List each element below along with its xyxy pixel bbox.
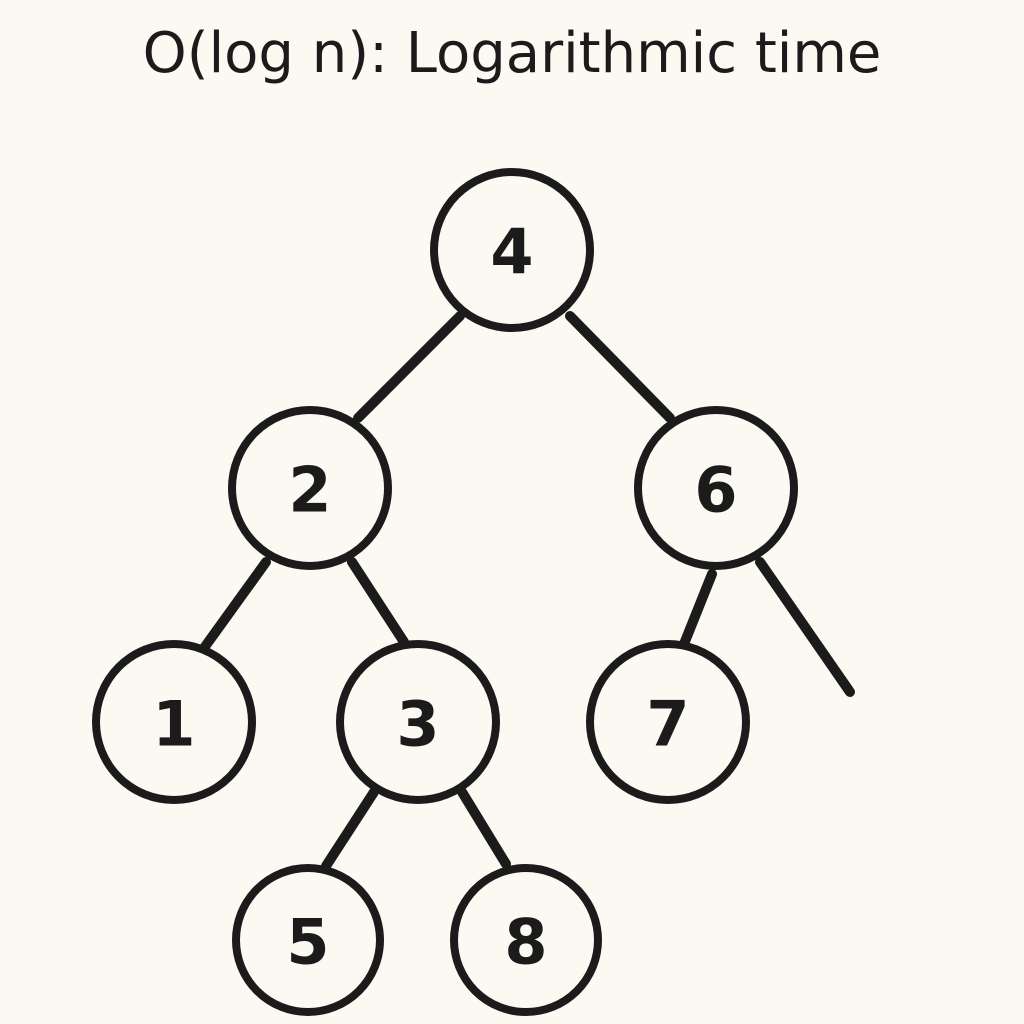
node-label: 4 bbox=[490, 216, 533, 289]
node-circle bbox=[430, 168, 594, 332]
node-label: 3 bbox=[396, 688, 439, 761]
edge-3-5 bbox=[321, 787, 379, 871]
edge-2-3 bbox=[347, 557, 409, 647]
node-label: 7 bbox=[646, 688, 689, 761]
node-circle bbox=[232, 864, 384, 1016]
node-circle bbox=[336, 640, 500, 804]
node-label: 1 bbox=[152, 688, 195, 761]
edge-3-8 bbox=[457, 787, 511, 869]
node-circle bbox=[92, 640, 256, 804]
node-circle bbox=[450, 864, 602, 1016]
edge-2-1 bbox=[199, 557, 271, 653]
tree-node-3: 3 bbox=[336, 640, 500, 804]
node-label: 6 bbox=[694, 454, 737, 527]
edge-6-7 bbox=[679, 569, 717, 649]
node-label: 2 bbox=[288, 454, 331, 527]
edge-6-empty bbox=[755, 557, 855, 697]
tree-node-5: 5 bbox=[232, 864, 384, 1016]
tree-node-7: 7 bbox=[586, 640, 750, 804]
tree-node-8: 8 bbox=[450, 864, 602, 1016]
tree-node-1: 1 bbox=[92, 640, 256, 804]
node-label: 5 bbox=[286, 906, 329, 979]
diagram-title: O(log n): Logarithmic time bbox=[142, 21, 882, 86]
tree-node-6: 6 bbox=[634, 406, 798, 570]
tree-nodes: 4 2 6 1 3 7 5 bbox=[92, 168, 798, 1016]
edge-4-6 bbox=[565, 311, 675, 423]
node-circle bbox=[586, 640, 750, 804]
tree-node-2: 2 bbox=[228, 406, 392, 570]
node-circle bbox=[634, 406, 798, 570]
node-circle bbox=[228, 406, 392, 570]
tree-node-4: 4 bbox=[430, 168, 594, 332]
tree-edges bbox=[199, 311, 855, 871]
edge-4-2 bbox=[353, 311, 465, 423]
node-label: 8 bbox=[504, 906, 547, 979]
